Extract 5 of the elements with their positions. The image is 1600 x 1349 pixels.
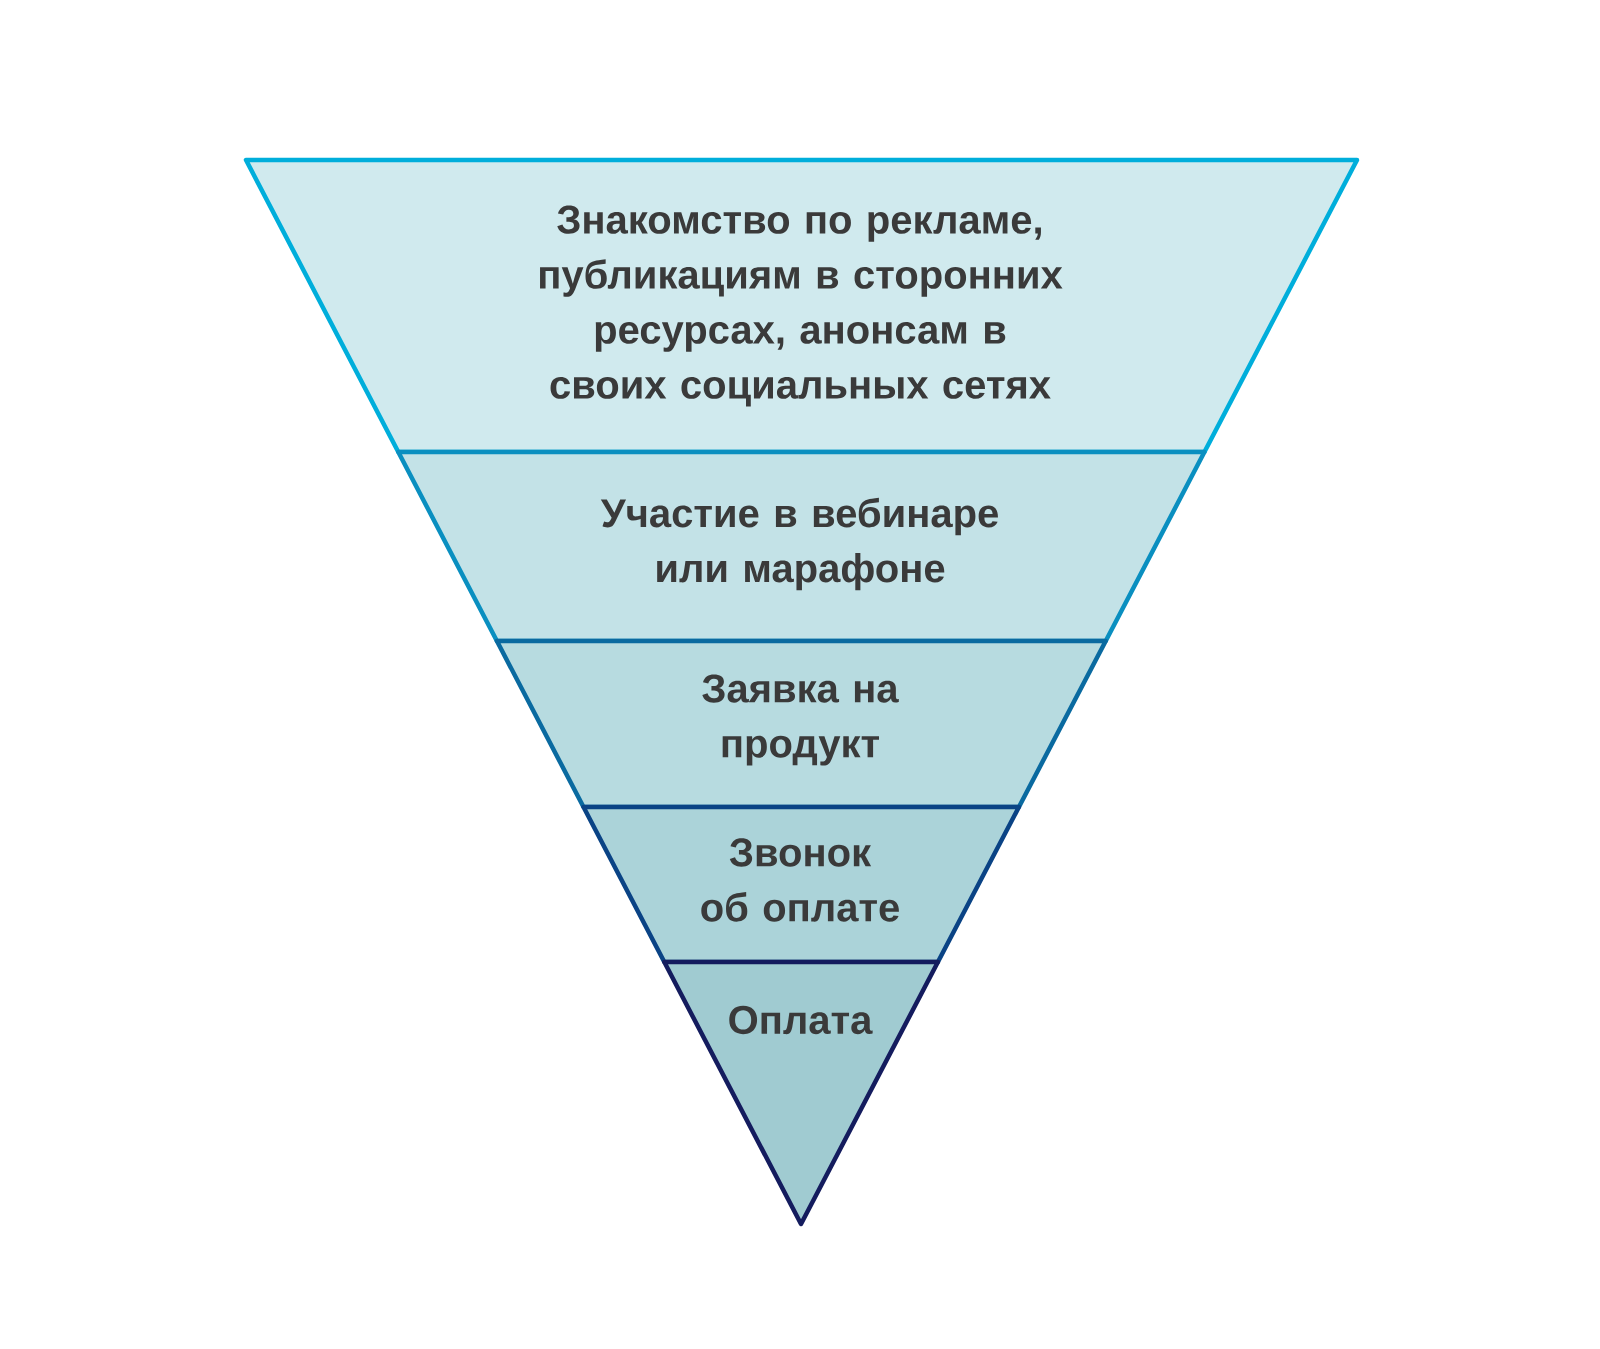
funnel-band: Заявка на продукт [494,638,1108,810]
funnel-band: Оплата [662,959,941,1227]
funnel-band: Звонок об оплате [581,804,1022,965]
funnel-band: Знакомство по рекламе, публикациям в сторонних ресурсах, анонсам в своих социальных сетях [243,157,1360,455]
funnel-band: Участие в вебинаре или марафоне [396,449,1207,644]
